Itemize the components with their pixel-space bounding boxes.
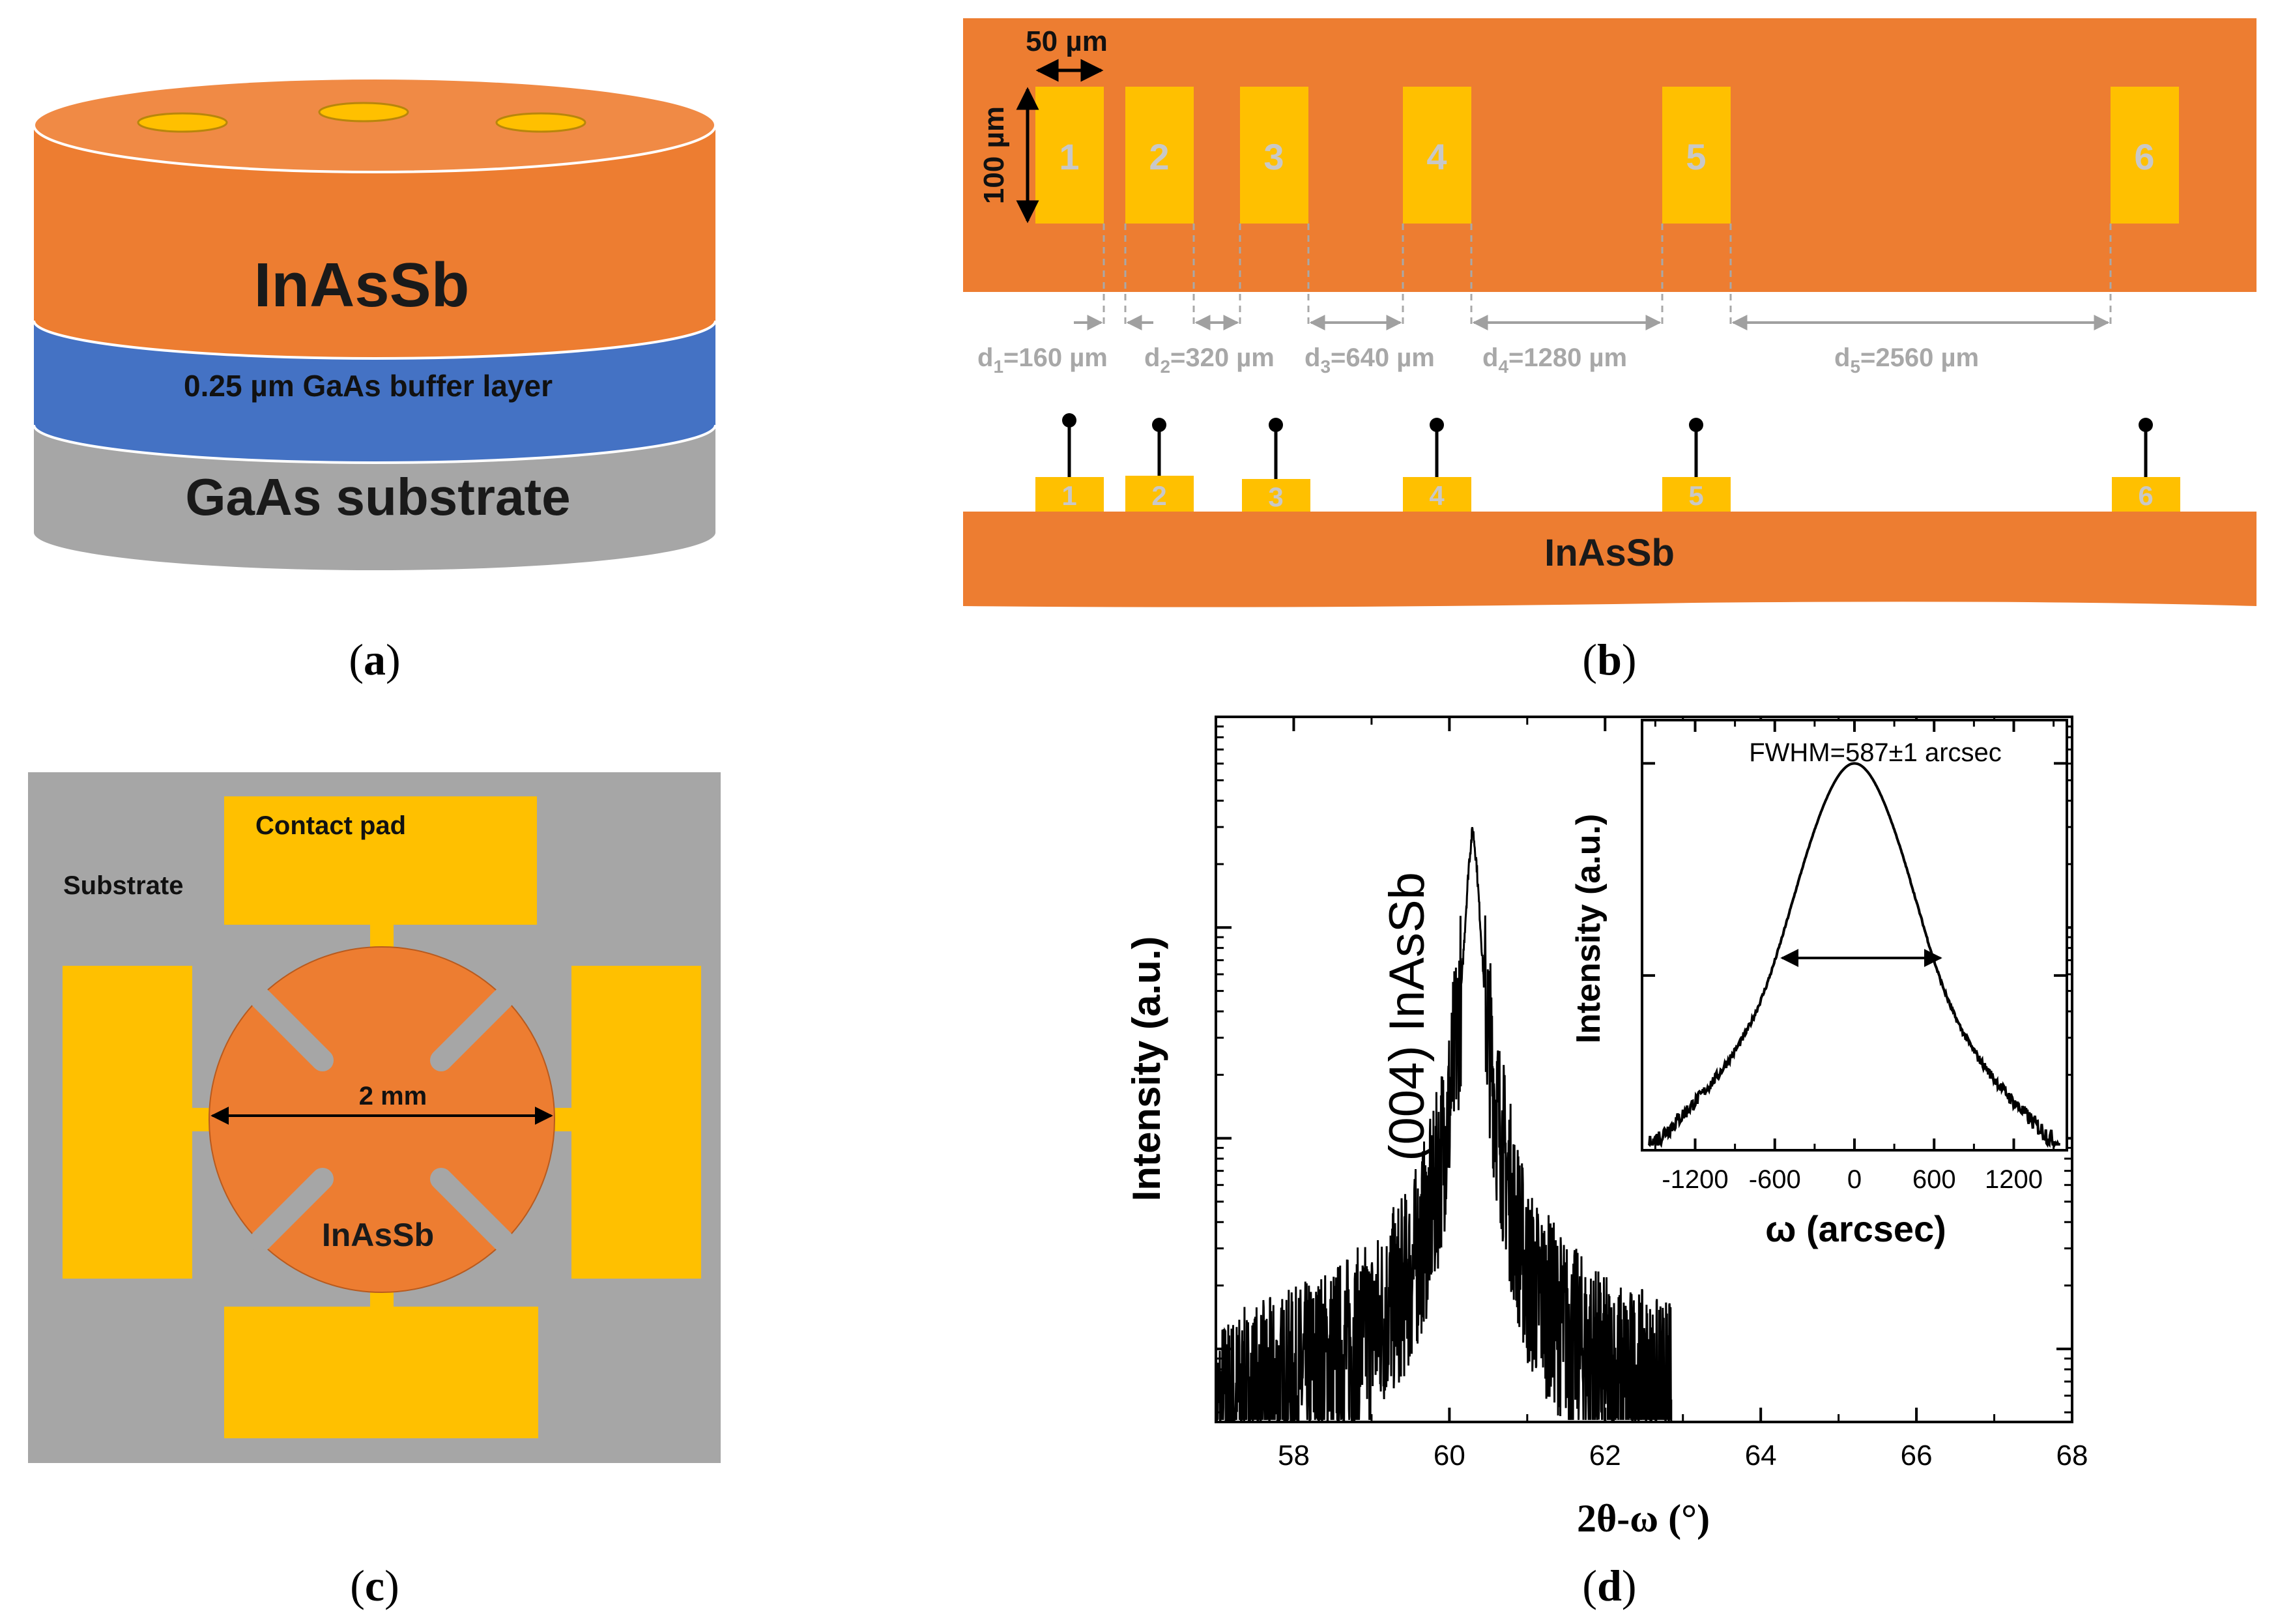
pad-number: 2: [1151, 480, 1166, 511]
pad-number: 2: [1149, 136, 1169, 177]
pad-top: [1035, 87, 1104, 224]
pad-number: 3: [1268, 482, 1283, 512]
inset-y-axis: [1642, 762, 2067, 977]
pad-number: 6: [2134, 136, 2154, 177]
x-tick-label: 60: [1434, 1440, 1465, 1472]
pad-number: 6: [2138, 480, 2153, 511]
probe: [1152, 418, 1166, 477]
side-view-probes: [1062, 413, 2153, 479]
panel-a: InAsSb 0.25 µm GaAs buffer layer GaAs su…: [33, 77, 717, 570]
pad-number: 1: [1059, 136, 1079, 177]
contact-pad-bottom: [224, 1307, 538, 1438]
contact-pad-label: Contact pad: [255, 811, 406, 840]
pad-side: [1662, 477, 1731, 512]
pad-top: [2111, 87, 2179, 224]
side-view-layer-label: InAsSb: [1544, 532, 1675, 574]
caption-d: (d): [1582, 1561, 1636, 1610]
pad-height-label: 100 µm: [978, 106, 1010, 204]
inassb-layer: [33, 77, 717, 360]
caption-c: (c): [350, 1561, 399, 1610]
inset-x-tick-label: 1200: [1985, 1165, 2043, 1194]
probe: [1062, 413, 1076, 477]
panel-b: 1 2 3 4 5 6 50 µm 100 µm: [963, 18, 2256, 607]
film-label: InAsSb: [322, 1217, 434, 1253]
buffer-layer-label: 0.25 µm GaAs buffer layer: [184, 369, 553, 403]
caption-a: (a): [349, 635, 400, 684]
peak-label: (004) InAsSb: [1379, 872, 1435, 1161]
inset-y-axis-label: Intensity (a.u.): [1570, 814, 1608, 1043]
contact-pad-top: [224, 796, 537, 925]
pad-height-dimension: 100 µm: [978, 87, 1039, 224]
x-tick-label: 62: [1589, 1440, 1621, 1472]
pad-top: [1125, 87, 1194, 224]
contact-pad: [318, 102, 409, 123]
substrate-label: Substrate: [63, 871, 184, 900]
spacing-label-d1: d1=160 µm: [977, 343, 1108, 377]
caption-b: (b): [1582, 635, 1636, 684]
pad-side: [1035, 477, 1104, 512]
film-slots: [250, 987, 514, 1252]
inset-x-axis: -1200 -600 0 600 1200: [1654, 720, 2055, 1194]
spacing-extension-lines: [1103, 224, 2112, 329]
main-y-axis-label: Intensity (a.u.): [1125, 936, 1168, 1202]
pad-top: [1403, 87, 1471, 224]
pad-top: [1240, 87, 1308, 224]
pad-side: [1242, 479, 1310, 512]
pads-side-view: 1 2 3 4 5 6: [1035, 476, 2180, 512]
inset-x-axis-label: ω (arcsec): [1765, 1208, 1946, 1249]
probe: [1430, 418, 1444, 477]
pad-top: [1662, 87, 1731, 224]
pad-side: [1403, 477, 1471, 512]
inset-x-tick-label: 600: [1912, 1165, 1956, 1194]
contact-pad: [495, 112, 586, 133]
pad-width-dimension: 50 µm: [1026, 25, 1108, 82]
x-tick-label: 64: [1745, 1440, 1777, 1472]
pad-number: 4: [1426, 136, 1447, 177]
main-trace-line: [1216, 827, 1673, 1422]
diameter-label: 2 mm: [359, 1082, 427, 1110]
pads-top-view: 1 2 3 4 5 6: [1035, 87, 2179, 224]
panel-d: 58 60 62 64 66 68 Intensity (a.u.) 2θ-ω (°) (…: [1125, 716, 2088, 1540]
pad-number: 5: [1686, 136, 1706, 177]
substrate-layer-label: GaAs substrate: [185, 468, 570, 526]
spacing-label-d3: d3=640 µm: [1305, 343, 1435, 377]
panel-c: 2 mm InAsSb Contact pad Substrate: [28, 772, 721, 1463]
inset-x-tick-label: 0: [1847, 1165, 1862, 1194]
spacing-label-d4: d4=1280 µm: [1482, 343, 1627, 377]
pad-side: [2112, 477, 2180, 512]
pad-number: 1: [1061, 480, 1076, 511]
main-x-axis: 58 60 62 64 66 68: [1215, 717, 2088, 1472]
x-tick-label: 66: [1901, 1440, 1933, 1472]
x-tick-label: 58: [1278, 1440, 1310, 1472]
inassb-layer-label: InAsSb: [254, 250, 470, 320]
top-contact-pads: [137, 102, 586, 133]
main-x-axis-label: 2θ-ω (°): [1577, 1497, 1710, 1540]
probe: [1269, 418, 1283, 479]
main-plot-frame: [1215, 716, 2073, 1423]
inassb-layer-side-view: [963, 512, 2256, 607]
x-tick-label: 68: [2056, 1440, 2088, 1472]
contact-pad-left: [63, 966, 192, 1279]
inset-trace-line: [1647, 762, 2060, 1148]
contact-tab: [370, 922, 394, 948]
inset-x-tick-label: -600: [1749, 1165, 1801, 1194]
pad-number: 4: [1429, 480, 1445, 511]
contact-pad: [137, 112, 228, 133]
fwhm-annotation: FWHM=587±1 arcsec: [1749, 738, 2002, 767]
pad-number: 3: [1263, 136, 1284, 177]
pad-width-label: 50 µm: [1026, 25, 1108, 57]
pad-side: [1125, 476, 1194, 512]
spacing-label-d5: d5=2560 µm: [1834, 343, 1979, 377]
probe: [1689, 418, 1703, 477]
contact-pad-right: [571, 966, 701, 1279]
pad-number: 5: [1688, 480, 1703, 511]
inset-x-tick-label: -1200: [1662, 1165, 1728, 1194]
spacing-label-d2: d2=320 µm: [1144, 343, 1275, 377]
probe: [2139, 418, 2153, 477]
